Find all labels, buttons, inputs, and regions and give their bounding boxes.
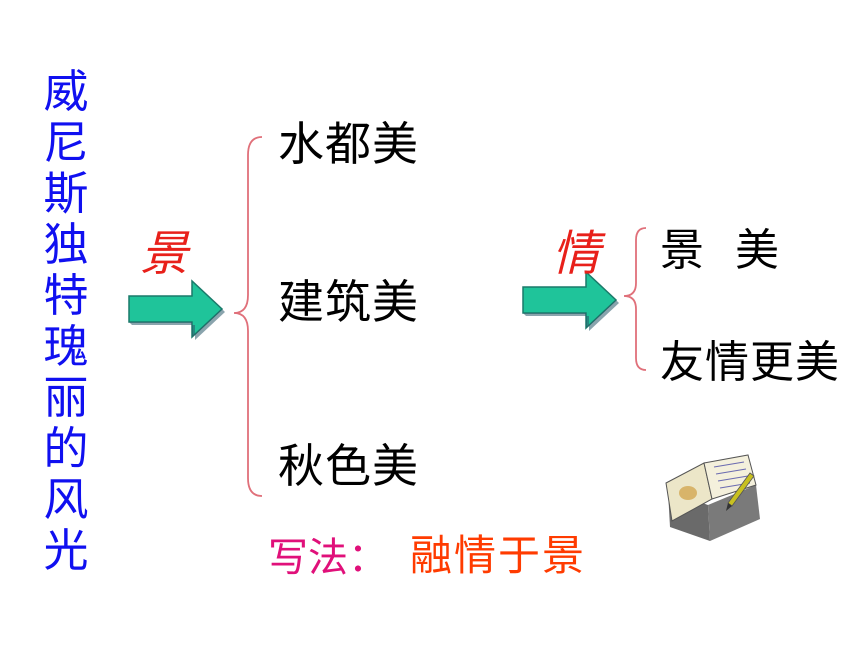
title-char: 瑰	[43, 320, 89, 373]
method-label: 写法：	[268, 535, 388, 581]
right-arrow-icon	[522, 270, 619, 331]
title-char: 独	[43, 218, 89, 271]
method-value: 融情于景	[410, 531, 587, 580]
left-brace	[233, 136, 263, 497]
title-char: 风	[43, 473, 89, 526]
vertical-title: 威 尼 斯 独 特 瑰 丽 的 风 光	[38, 66, 94, 576]
title-char: 斯	[43, 167, 89, 220]
scene-label: 景	[140, 226, 189, 282]
title-char: 光	[43, 524, 89, 577]
title-char: 尼	[43, 116, 89, 169]
right-arrow-icon	[128, 279, 225, 340]
emotion-label: 情	[552, 226, 601, 282]
title-char: 威	[43, 65, 89, 118]
title-char: 丽	[43, 371, 89, 424]
emotion-item-friendship: 友情更美	[660, 337, 840, 388]
left-brace-small	[623, 227, 647, 371]
scene-item-water-city: 水都美	[278, 117, 419, 171]
emotion-item-scenery: 景 美	[660, 225, 780, 276]
scene-item-autumn: 秋色美	[278, 439, 419, 493]
open-book-icon	[665, 454, 760, 541]
scene-item-architecture: 建筑美	[278, 275, 419, 329]
title-char: 特	[43, 269, 89, 322]
title-char: 的	[43, 422, 89, 475]
